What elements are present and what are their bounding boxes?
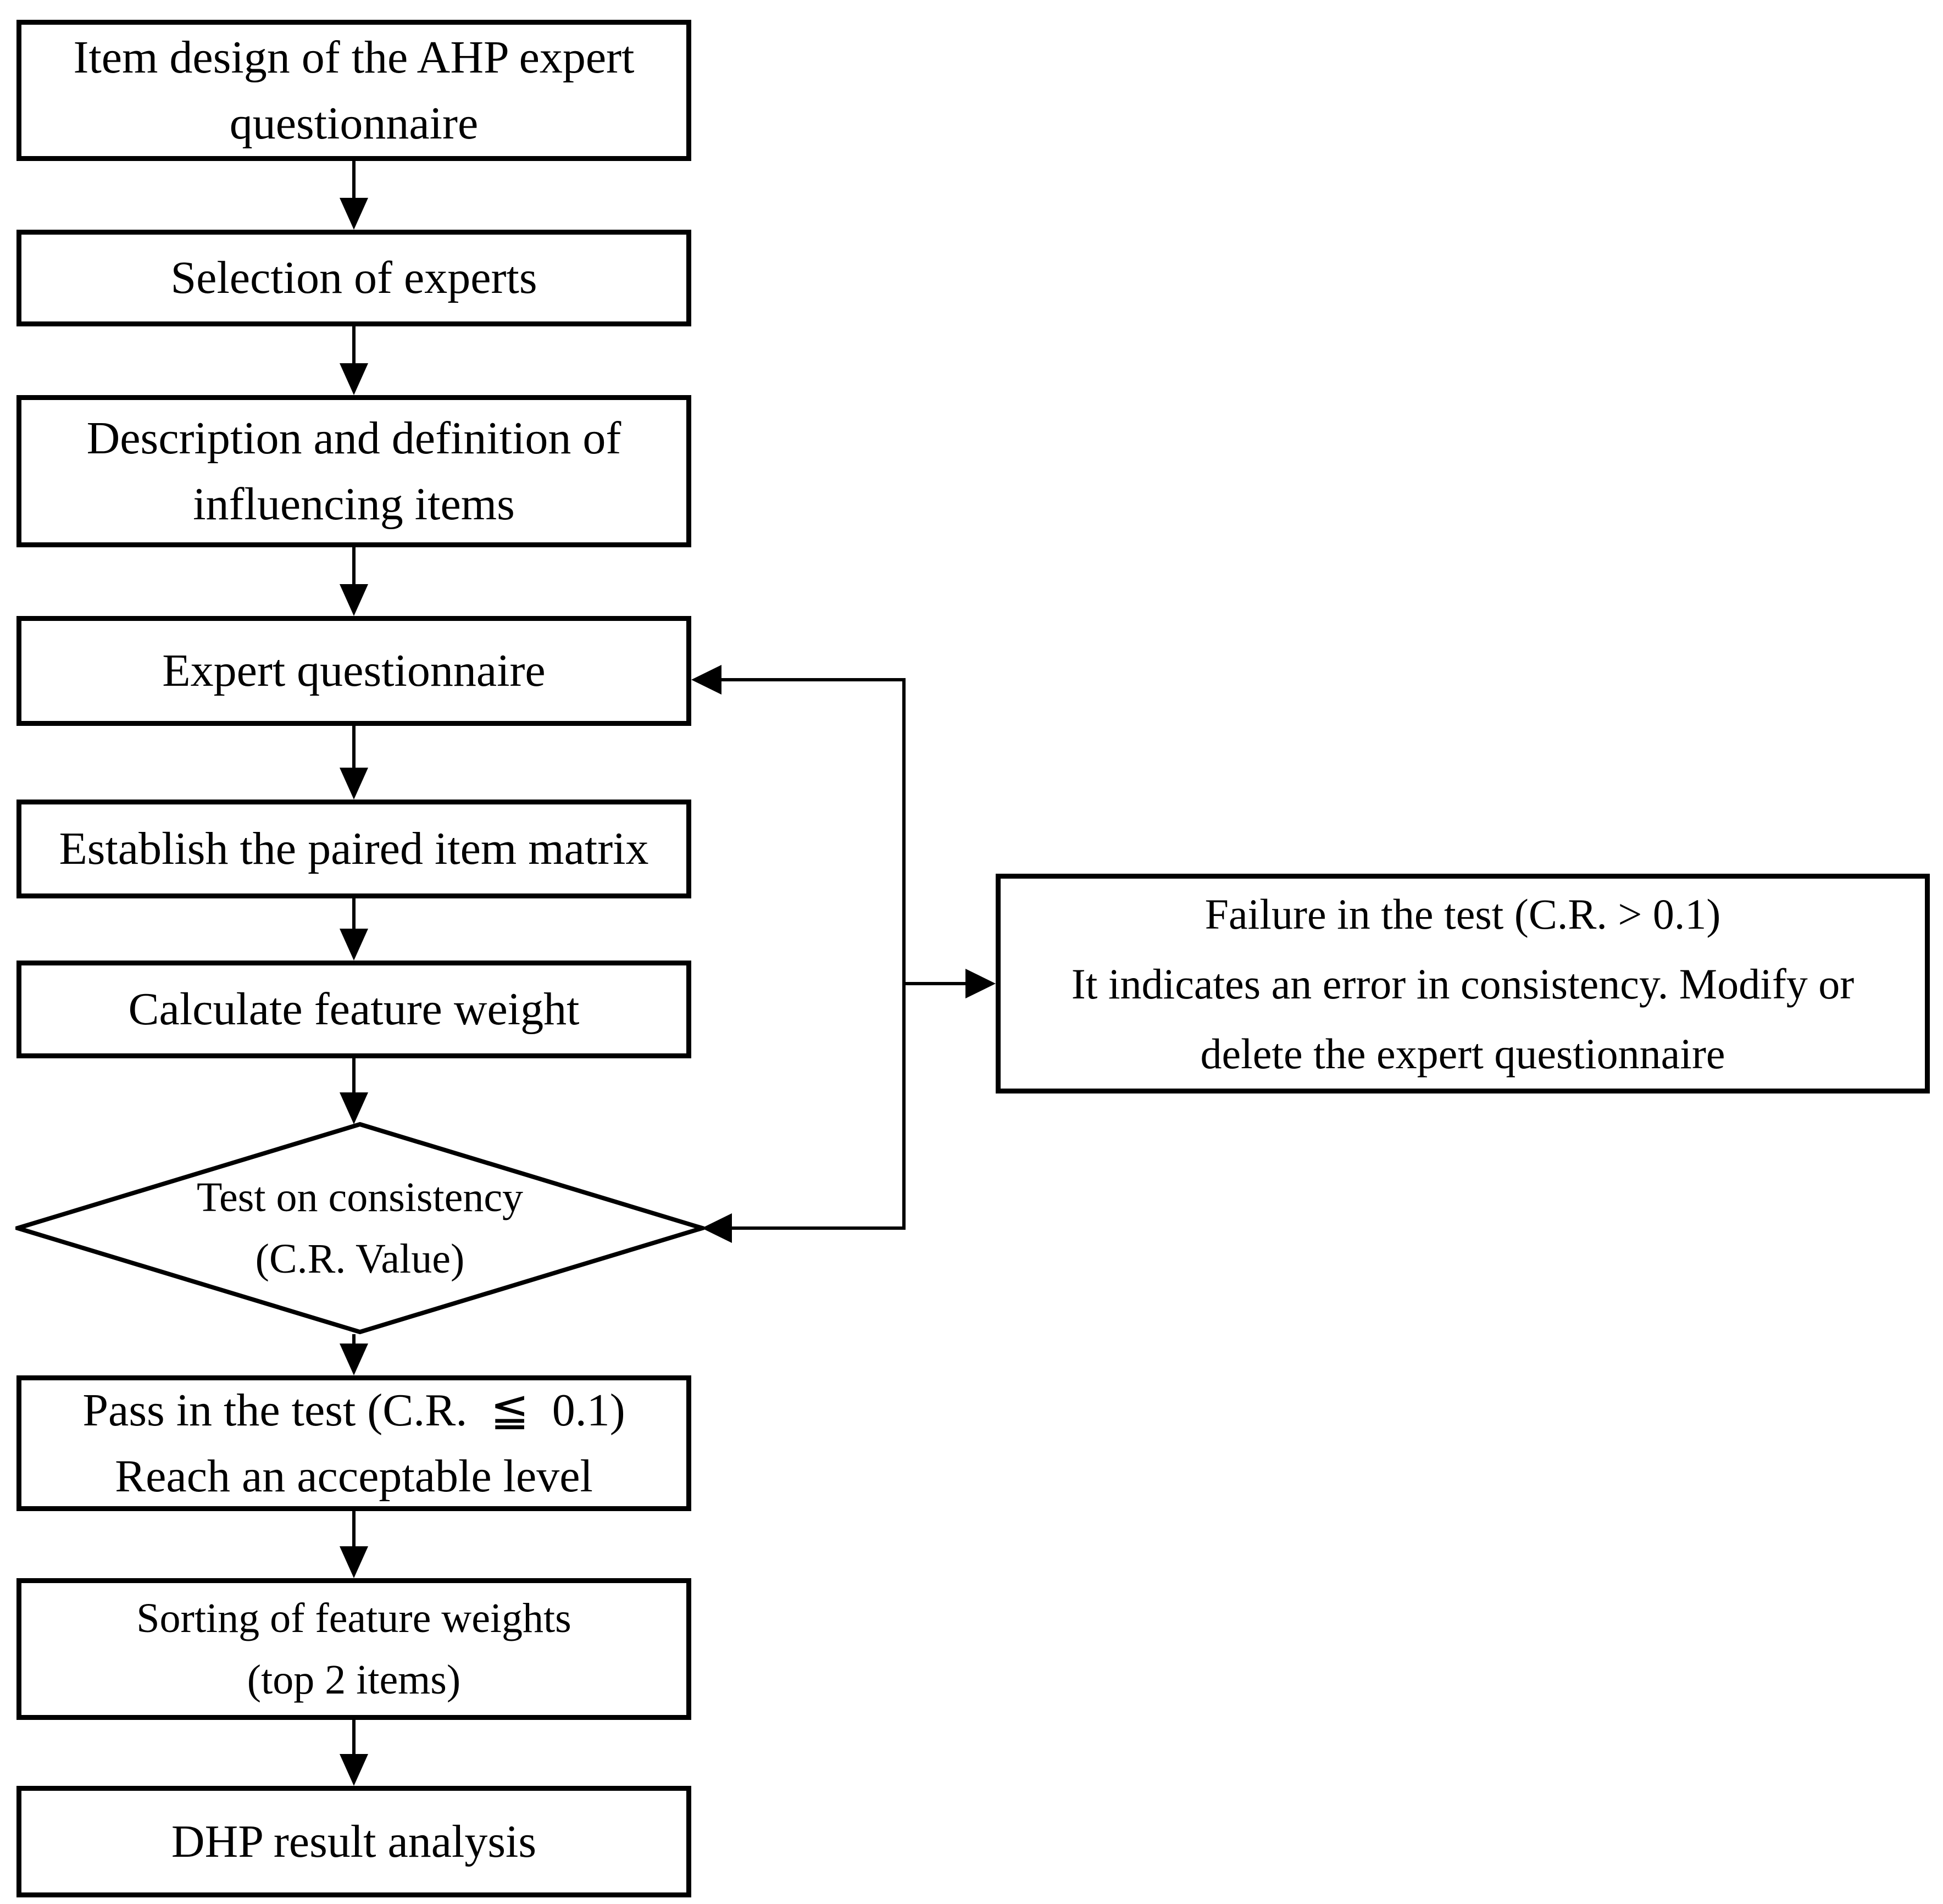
node-selection-of-experts: Selection of experts [16,230,691,326]
feedback-to-diamond-line [732,1226,906,1230]
feedback-to-diamond-head [702,1213,732,1243]
node-failure-test: Failure in the test (C.R. > 0.1) It indi… [996,874,1930,1093]
node-expert-questionnaire: Expert questionnaire [16,616,691,726]
arrow-test-to-pass-line [352,1334,356,1345]
feedback-to-failure-line [906,982,965,985]
node-paired-item-matrix: Establish the paired item matrix [16,800,691,898]
arrow-pass-to-sorting-head [340,1546,368,1578]
arrow-weight-to-test-line [352,1058,356,1093]
arrow-sorting-to-dhp-line [352,1720,356,1755]
arrow-description-to-questionnaire-head [340,584,368,616]
arrow-selection-to-description-line [352,326,356,364]
arrow-weight-to-test-head [340,1092,368,1124]
node-item-design: Item design of the AHP expert questionna… [16,20,691,161]
feedback-vertical-line [902,678,906,1230]
diamond-shape [15,1122,704,1334]
feedback-to-failure-head [965,969,996,998]
arrow-pass-to-sorting-line [352,1511,356,1547]
arrow-questionnaire-to-matrix-head [340,768,368,800]
arrow-selection-to-description-head [340,363,368,395]
arrow-sorting-to-dhp-head [340,1754,368,1786]
feedback-to-questionnaire-line [721,678,906,681]
arrow-matrix-to-weight-line [352,898,356,930]
node-pass-test: Pass in the test (C.R. ≦ 0.1) Reach an a… [16,1375,691,1511]
node-calculate-feature-weight: Calculate feature weight [16,961,691,1058]
node-sorting-feature-weights: Sorting of feature weights (top 2 items) [16,1578,691,1720]
consistency-test-label: Test on consistency (C.R. Value) [196,1174,524,1282]
node-dhp-result-analysis: DHP result analysis [16,1786,691,1897]
arrow-item-to-selection-line [352,161,356,199]
arrow-questionnaire-to-matrix-line [352,726,356,769]
arrow-test-to-pass-head [340,1344,368,1375]
node-description-definition: Description and definition of influencin… [16,395,691,547]
arrow-item-to-selection-head [340,198,368,230]
node-consistency-test: Test on consistency (C.R. Value) [15,1122,704,1334]
arrow-description-to-questionnaire-line [352,547,356,585]
feedback-to-questionnaire-head [691,665,721,695]
arrow-matrix-to-weight-head [340,929,368,961]
